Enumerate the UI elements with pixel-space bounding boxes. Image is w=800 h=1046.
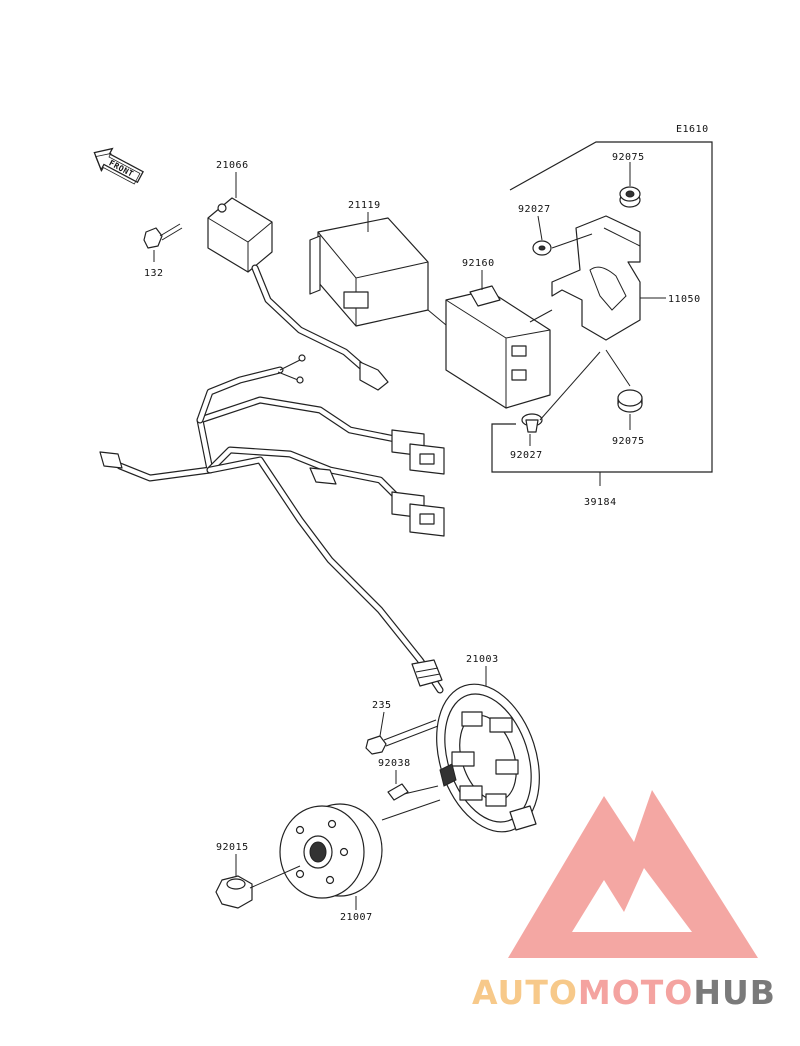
watermark-logo: AUTOMOTOHUB: [472, 790, 776, 1012]
bolt-235: [365, 719, 439, 755]
label-21119: 21119: [348, 200, 381, 211]
logo-text-hub: HUB: [693, 973, 776, 1012]
label-21007: 21007: [340, 912, 373, 923]
logo-triangle-icon: [508, 790, 758, 958]
label-132: 132: [144, 268, 164, 279]
nut-92015: [215, 865, 301, 909]
cdi-unit-21066: [207, 197, 389, 391]
label-11050: 11050: [668, 294, 701, 305]
label-92075-top: 92075: [612, 152, 645, 163]
collar-92027-bottom: [521, 351, 601, 433]
flywheel-21007: [279, 803, 383, 899]
label-21003: 21003: [466, 654, 499, 665]
bracket-11050: [551, 215, 641, 341]
svg-text:AUTOMOTOHUB: AUTOMOTOHUB: [472, 973, 776, 1012]
logo-text-auto: AUTO: [472, 973, 578, 1012]
label-92015: 92015: [216, 842, 249, 853]
stator-21003: [436, 683, 540, 833]
bolt-132: [143, 223, 183, 249]
bracket-kit-outline-39184: [491, 141, 713, 473]
label-92075-bottom: 92075: [612, 436, 645, 447]
label-92038: 92038: [378, 758, 411, 769]
logo-text-moto: MOTO: [578, 973, 693, 1012]
label-92160: 92160: [462, 258, 495, 269]
grommet-92075-top: [619, 186, 641, 208]
label-92027-top: 92027: [518, 204, 551, 215]
diagram-code: E1610: [676, 124, 709, 135]
label-21066: 21066: [216, 160, 249, 171]
front-arrow-icon: FRONT: [93, 147, 144, 185]
wiring-harness: [99, 354, 445, 694]
collar-92027-top: [532, 240, 552, 256]
ecu-21119: [309, 217, 429, 327]
grommet-92075-bottom: [605, 349, 643, 413]
label-92027-bottom: 92027: [510, 450, 543, 461]
label-235: 235: [372, 700, 392, 711]
label-39184: 39184: [584, 497, 617, 508]
relay-92160: [445, 285, 551, 409]
key-92038: [387, 783, 439, 801]
